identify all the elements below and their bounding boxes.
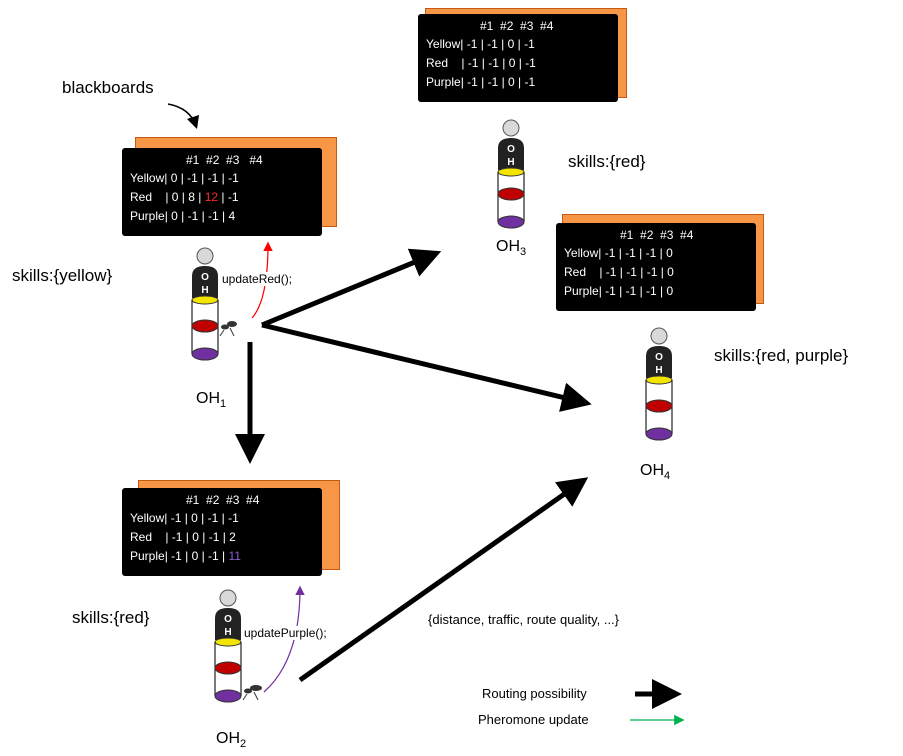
svg-text:H: H [507,157,514,168]
updated-value: 11 [228,549,241,563]
oh1-update-call: updateRed(); [222,272,293,286]
blackboard-header: #1 #2 #3 #4 [186,493,260,507]
oh4-station-icon: O H [645,327,673,441]
blackboard-row-purple: Purple| -1 | -1 | -1 | 0 [564,284,674,298]
svg-text:H: H [224,627,231,638]
oh2-update-call: updatePurple(); [244,626,327,640]
oh3-station-icon: O H [497,119,525,229]
svg-text:O: O [224,614,232,625]
svg-text:O: O [201,272,209,283]
svg-text:H: H [655,365,662,376]
blackboard-row-yellow: Yellow| 0 | -1 | -1 | -1 [130,171,239,185]
blackboard-row-purple: Purple| -1 | 0 | -1 | 11 [130,549,241,563]
blackboard-row-purple: Purple| -1 | -1 | 0 | -1 [426,75,536,89]
blackboards-pointer [167,103,200,130]
oh1-skills: skills:{yellow} [12,266,113,285]
oh3-label: OH3 [496,238,527,259]
route-oh2-oh4 [298,477,589,683]
legend-routing-label: Routing possibility [482,686,587,701]
blackboard-header: #1 #2 #3 #4 [620,228,694,242]
route-metrics-note: {distance, traffic, route quality, ...} [428,612,620,627]
blackboard-oh1: #1 #2 #3 #4 Yellow| 0 | -1 | -1 | -1 Red… [122,148,322,236]
oh1-label: OH1 [196,390,227,411]
blackboard-row-purple: Purple| 0 | -1 | -1 | 4 [130,209,236,223]
svg-text:H: H [201,285,208,296]
oh4-label: OH4 [640,462,671,483]
blackboard-oh3: #1 #2 #3 #4 Yellow| -1 | -1 | 0 | -1 Red… [418,14,618,102]
oh3-skills: skills:{red} [568,152,646,171]
updated-value: 12 [204,190,219,204]
oh2-skills: skills:{red} [72,608,150,627]
blackboard-oh2: #1 #2 #3 #4 Yellow| -1 | 0 | -1 | -1 Red… [122,488,322,576]
oh4-skills: skills:{red, purple} [714,346,849,365]
route-oh1-oh4 [261,322,592,412]
blackboard-row-red: Red | 0 | 8 | 12 | -1 [130,190,239,204]
oh1-station-icon: O H [191,247,237,361]
blackboard-row-yellow: Yellow| -1 | 0 | -1 | -1 [130,511,239,525]
legend-pheromone-label: Pheromone update [478,712,589,727]
blackboard-row-yellow: Yellow| -1 | -1 | 0 | -1 [426,37,535,51]
svg-text:O: O [655,352,663,363]
blackboard-row-red: Red | -1 | 0 | -1 | 2 [130,530,236,544]
route-oh1-oh3 [261,248,442,328]
blackboards-label: blackboards [62,78,154,97]
pheromone-update-oh1 [251,241,273,319]
blackboard-row-yellow: Yellow| -1 | -1 | -1 | 0 [564,246,673,260]
pheromone-update-oh2 [263,585,305,693]
blackboard-oh4: #1 #2 #3 #4 Yellow| -1 | -1 | -1 | 0 Red… [556,223,756,311]
blackboard-header: #1 #2 #3 #4 [480,19,554,33]
blackboard-row-red: Red | -1 | -1 | 0 | -1 [426,56,536,70]
oh2-station-icon: O H [214,589,262,703]
oh2-label: OH2 [216,730,247,751]
blackboard-row-red: Red | -1 | -1 | -1 | 0 [564,265,674,279]
svg-text:O: O [507,144,515,155]
blackboard-header: #1 #2 #3 #4 [186,153,263,167]
